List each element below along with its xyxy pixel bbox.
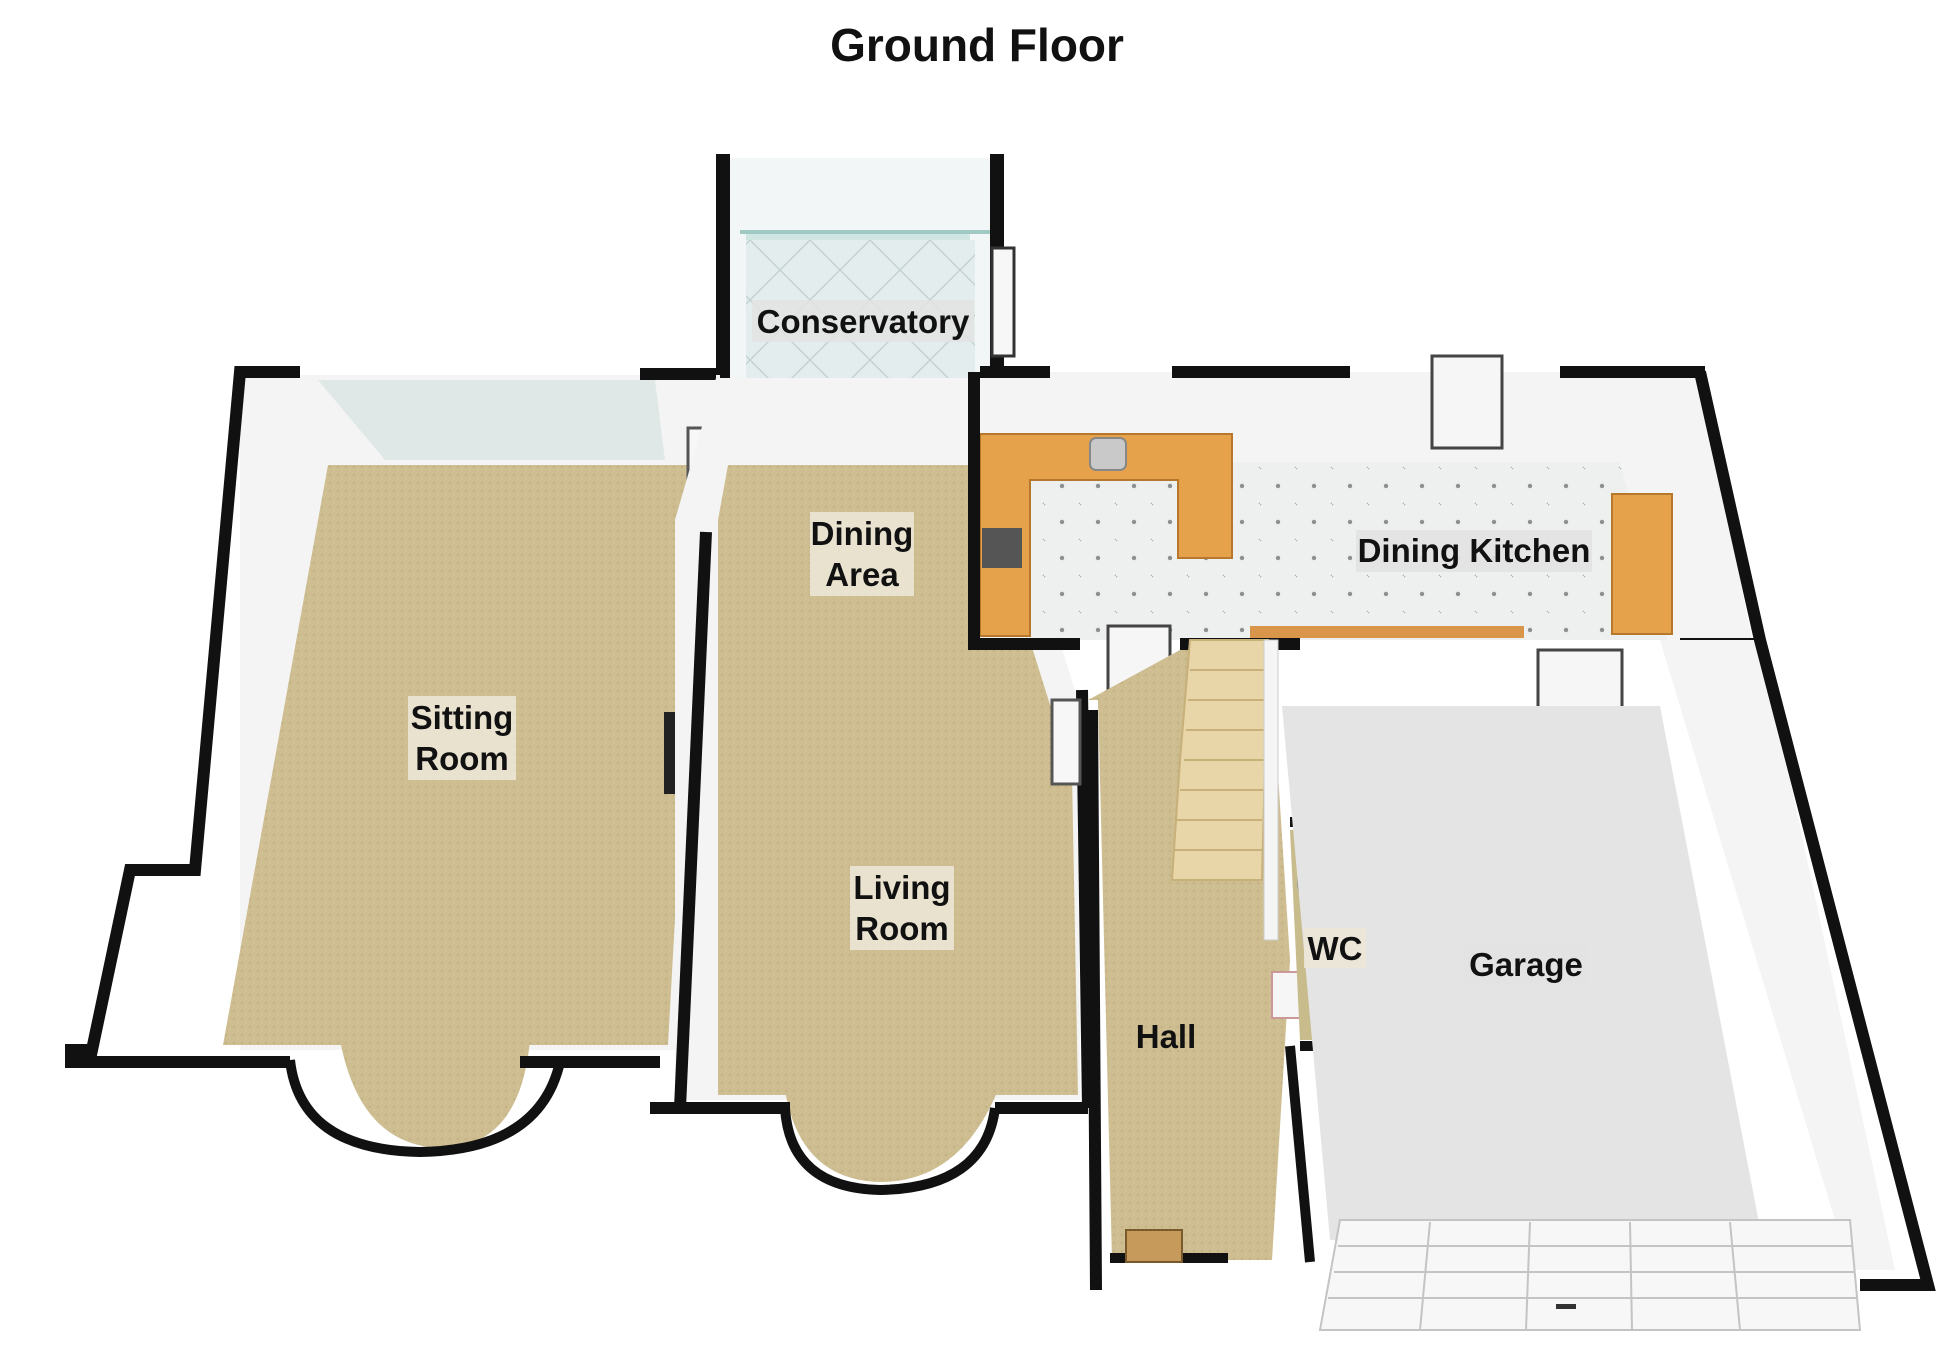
label-bg-garage [1464,944,1588,986]
label-hall: Hall [1136,1018,1197,1055]
hall-wall-left [1086,709,1102,1291]
hall [1086,639,1319,1291]
kitchen-hob [982,528,1022,568]
garage-wall-left [1285,1045,1315,1263]
label-bg-sitting-room [408,696,516,780]
dining-kitchen-floor [980,462,1668,640]
sitting-room [65,366,746,1158]
label-garage: Garage [1469,946,1583,983]
label-living-room-line2: Room [855,910,949,947]
sitting-room-window [318,380,665,460]
dining-kitchen [968,354,1760,718]
label-sitting-room-line2: Room [415,740,509,777]
garage-wall-right [1694,370,1936,1291]
label-bg-dining-area [810,512,914,596]
dining-kitchen-rear-door [1430,354,1504,450]
living-room-door [1050,698,1082,786]
kitchen-breakfast-bar [1250,626,1524,638]
sitting-room-bay-wall [285,1059,565,1158]
label-bg-conservatory [752,300,974,342]
hall-front-door [1125,1229,1183,1263]
sitting-room-bay [340,1040,530,1148]
label-bg-wc [1304,928,1366,968]
stairs-banister [1263,639,1279,941]
garage-right-wall-face [1660,640,1895,1270]
garage-door [1318,1219,1862,1331]
label-bg-dining-kitchen [1356,530,1592,572]
label-dining-area-line2: Area [825,556,899,593]
living-room-wall-right [1076,689,1094,1109]
sitting-room-fireplace [664,712,678,794]
label-wc: WC [1308,930,1363,967]
label-conservatory: Conservatory [757,303,970,340]
kitchen-unit-right [1611,493,1673,635]
garage-door-panels [1328,1221,1858,1331]
label-sitting-room-line1: Sitting [411,699,514,736]
sitting-room-wall-outline [65,366,300,1056]
label-dining-area-line1: Dining [811,515,914,552]
living-room-bay [785,1090,998,1182]
kitchen-sink [1089,437,1127,471]
stair-treads [1174,669,1268,851]
label-bg-living-room [850,866,954,950]
conservatory-wall-left [716,154,730,384]
label-living-room-line1: Living [853,869,950,906]
conservatory-door [990,246,1016,358]
living-room-wall-left [674,531,712,1109]
garage-door-handle [1556,1304,1576,1309]
label-dining-kitchen: Dining Kitchen [1358,532,1591,569]
living-room-bay-wall [780,1107,1000,1196]
room-labels: Conservatory Dining Area Dining Kitchen … [408,300,1592,1055]
page-title: Ground Floor [830,19,1124,71]
kitchen-worktop [979,433,1233,637]
